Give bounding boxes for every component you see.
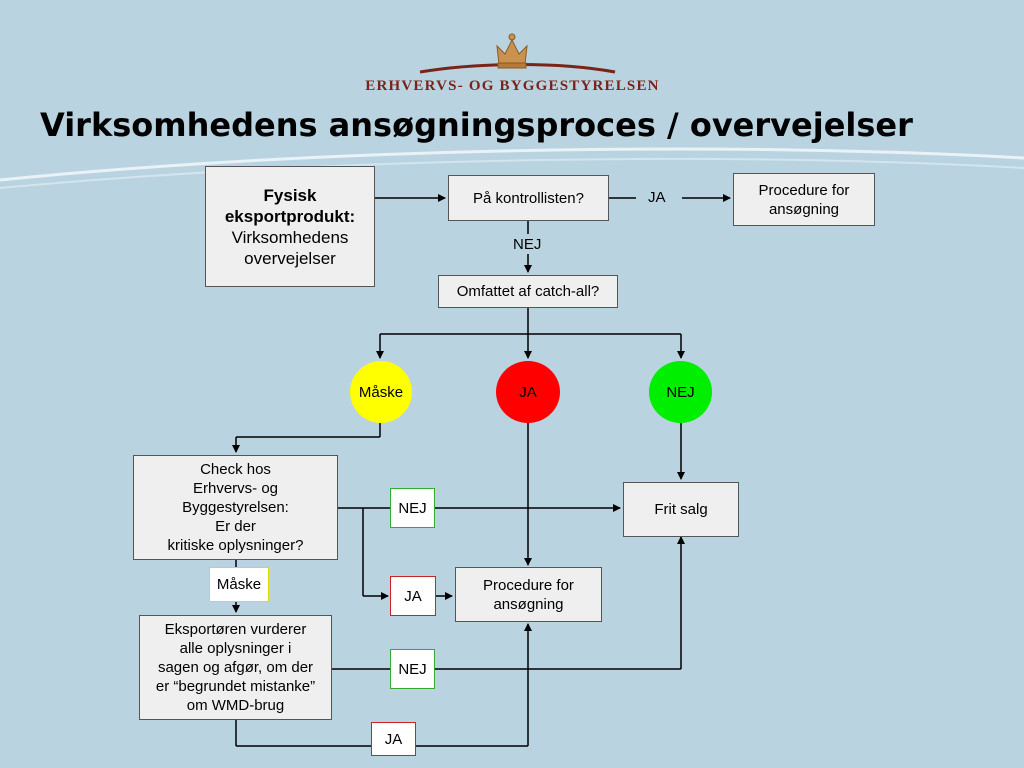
check-box-line1: Check hos	[200, 461, 271, 478]
nej-label-1-text: NEJ	[398, 499, 427, 517]
start-box-line1: Fysisk	[263, 185, 317, 205]
ja-label-2-text: JA	[384, 730, 403, 748]
circle-no: NEJ	[649, 361, 712, 423]
check-box-line4: Er der	[215, 518, 256, 535]
ja-label-1-text: JA	[404, 587, 422, 605]
exporter-line5: om WMD-brug	[186, 697, 285, 714]
org-name: ERHVERVS- OG BYGGESTYRELSEN	[365, 78, 660, 94]
exporter-line4: er “begrundet mistanke”	[155, 678, 316, 695]
circle-no-label: NEJ	[666, 383, 695, 401]
procedure-mid-box: Procedure for ansøgning	[455, 567, 602, 622]
maybe-label-text: Måske	[216, 576, 262, 593]
catch-all-text: Omfattet af catch-all?	[456, 283, 600, 300]
ja-label-1: JA	[390, 576, 436, 616]
nej-label-2: NEJ	[390, 649, 435, 689]
check-box-line2: Erhvervs- og	[192, 480, 279, 497]
exporter-box: Eksportøren vurderer alle oplysninger i …	[139, 615, 332, 720]
maybe-label: Måske	[209, 567, 269, 602]
start-box-line3: Virksomhedens	[231, 227, 349, 247]
frit-salg-text: Frit salg	[654, 501, 708, 518]
start-box-line4: overvejelser	[244, 248, 336, 268]
catch-all-box: Omfattet af catch-all?	[438, 275, 618, 308]
control-list-box: På kontrollisten?	[448, 175, 609, 221]
circle-maybe-label: Måske	[358, 383, 404, 401]
procedure-mid-line2: ansøgning	[493, 595, 564, 613]
nej-label-2-text: NEJ	[398, 660, 427, 678]
exporter-line1: Eksportøren vurderer	[164, 621, 307, 638]
circle-yes-label: JA	[519, 383, 537, 401]
procedure-top-line1: Procedure for	[758, 181, 850, 199]
frit-salg-box: Frit salg	[623, 482, 739, 537]
check-box-line3: Byggestyrelsen:	[182, 499, 289, 516]
start-box-line2: eksportprodukt:	[224, 206, 356, 226]
ja-top-label: JA	[648, 189, 666, 206]
start-box: Fysisk eksportprodukt: Virksomhedens ove…	[205, 166, 375, 287]
nej-label-1: NEJ	[390, 488, 435, 528]
exporter-line3: sagen og afgør, om der	[157, 659, 314, 676]
circle-maybe: Måske	[350, 361, 412, 423]
nej-top-label: NEJ	[513, 236, 542, 253]
check-box: Check hos Erhvervs- og Byggestyrelsen: E…	[133, 455, 338, 560]
check-box-line5: kritiske oplysninger?	[167, 537, 304, 554]
page-title: Virksomhedens ansøgningsproces / overvej…	[40, 106, 913, 144]
control-list-text: På kontrollisten?	[473, 189, 584, 207]
exporter-line2: alle oplysninger i	[179, 640, 292, 657]
procedure-top-line2: ansøgning	[768, 200, 840, 218]
circle-yes: JA	[496, 361, 560, 423]
crown-icon	[496, 33, 528, 69]
ja-label-2: JA	[371, 722, 416, 756]
procedure-top-box: Procedure for ansøgning	[733, 173, 875, 226]
procedure-mid-line1: Procedure for	[483, 576, 574, 594]
